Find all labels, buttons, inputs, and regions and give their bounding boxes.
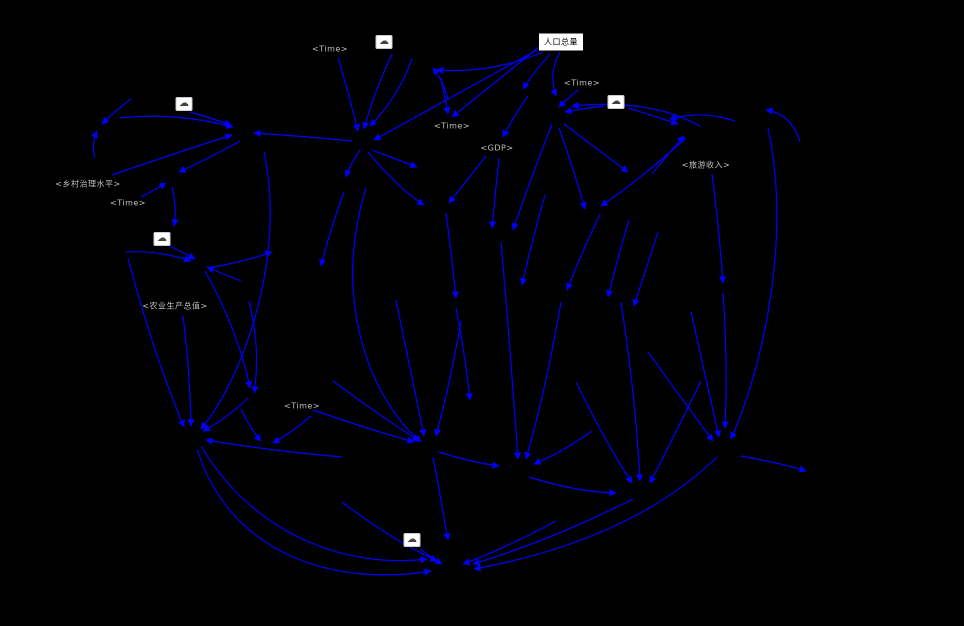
causal-link (341, 501, 438, 562)
causal-link (90, 130, 98, 159)
causal-link (730, 127, 778, 440)
causal-link (204, 270, 253, 389)
shadow-variable-label[interactable]: <Time> (434, 121, 470, 131)
causal-link (473, 456, 718, 572)
shadow-variable-label[interactable]: <旅游收入> (681, 160, 731, 170)
causal-link (445, 212, 459, 299)
causal-link (395, 299, 427, 437)
causal-link (632, 231, 659, 307)
cloud-icon[interactable]: ☁ (403, 533, 421, 547)
causal-link (606, 219, 630, 298)
causal-link (200, 445, 428, 564)
causal-link (558, 89, 579, 108)
causal-link (740, 455, 807, 473)
causal-link (550, 51, 561, 97)
causal-link (711, 173, 727, 284)
causal-link (202, 397, 249, 432)
causal-link (649, 380, 702, 484)
causal-link (600, 137, 687, 207)
causal-link (434, 320, 462, 437)
causal-link (111, 133, 233, 176)
causal-link (721, 292, 729, 429)
causal-link (489, 157, 500, 229)
causal-link (563, 123, 629, 173)
causal-link (371, 149, 418, 169)
causal-link (373, 49, 538, 141)
causal-link (575, 381, 633, 484)
shadow-variable-label[interactable]: <GDP> (480, 143, 514, 153)
causal-link (511, 123, 553, 231)
causal-link-arrows (90, 46, 807, 576)
causal-link (765, 107, 801, 143)
shadow-variable-label[interactable]: <Time> (564, 78, 600, 88)
causal-link (432, 456, 451, 541)
causal-link (332, 380, 420, 442)
causal-link (253, 129, 353, 142)
causal-link (352, 187, 422, 443)
causal-link (558, 127, 587, 210)
causal-link (205, 437, 343, 458)
causal-link (140, 182, 167, 198)
causal-link (571, 101, 701, 127)
causal-link (312, 409, 415, 444)
causal-link (533, 430, 593, 465)
causal-link (240, 408, 262, 442)
causal-link (272, 415, 312, 444)
causal-link (178, 140, 241, 173)
shadow-variable-label[interactable]: <农业生产总值> (142, 301, 208, 311)
causal-link (647, 351, 714, 442)
causal-link (462, 520, 557, 566)
causal-link (125, 251, 192, 263)
causal-link (448, 155, 487, 204)
shadow-variable-label[interactable]: <Time> (312, 44, 348, 54)
causal-link (189, 111, 232, 127)
causal-link (522, 53, 551, 90)
causal-link (182, 315, 195, 427)
causal-link (367, 151, 425, 206)
causal-link (669, 113, 736, 122)
causal-link (200, 151, 271, 430)
causal-link (171, 186, 179, 227)
causal-link (169, 245, 196, 260)
shadow-variable-label[interactable]: <Time> (284, 401, 320, 411)
causal-link (119, 115, 234, 129)
causal-link (248, 300, 259, 394)
causal-link (362, 53, 393, 130)
cloud-icon[interactable]: ☁ (153, 232, 171, 246)
causal-link (319, 191, 345, 267)
causal-link (528, 476, 617, 497)
causal-link (627, 107, 679, 126)
causal-link (564, 105, 605, 115)
causal-link (502, 95, 529, 138)
causal-link (440, 77, 451, 115)
causal-link (500, 241, 522, 460)
shadow-variable-label[interactable]: <Time> (110, 198, 146, 208)
shadow-variable-label[interactable]: <乡村治理水平> (55, 179, 121, 189)
cloud-icon[interactable]: ☁ (375, 35, 393, 49)
causal-link (566, 213, 601, 291)
causal-link (519, 194, 546, 286)
causal-link (620, 301, 644, 482)
causal-link (524, 301, 562, 460)
causal-link (472, 498, 634, 566)
causal-link (344, 149, 361, 178)
causal-link (455, 307, 473, 401)
causal-link (369, 57, 413, 127)
variable-box-highlighted[interactable]: 人口总量 (539, 33, 583, 51)
causal-link (337, 56, 360, 132)
cloud-icon[interactable]: ☁ (607, 95, 625, 109)
cloud-icon[interactable]: ☁ (175, 97, 193, 111)
causal-link (438, 451, 500, 469)
causal-link (690, 311, 722, 438)
causal-link (101, 98, 132, 125)
causal-link (196, 448, 432, 576)
causal-link (436, 51, 544, 75)
causal-link (208, 250, 273, 269)
causal-link (127, 257, 185, 428)
